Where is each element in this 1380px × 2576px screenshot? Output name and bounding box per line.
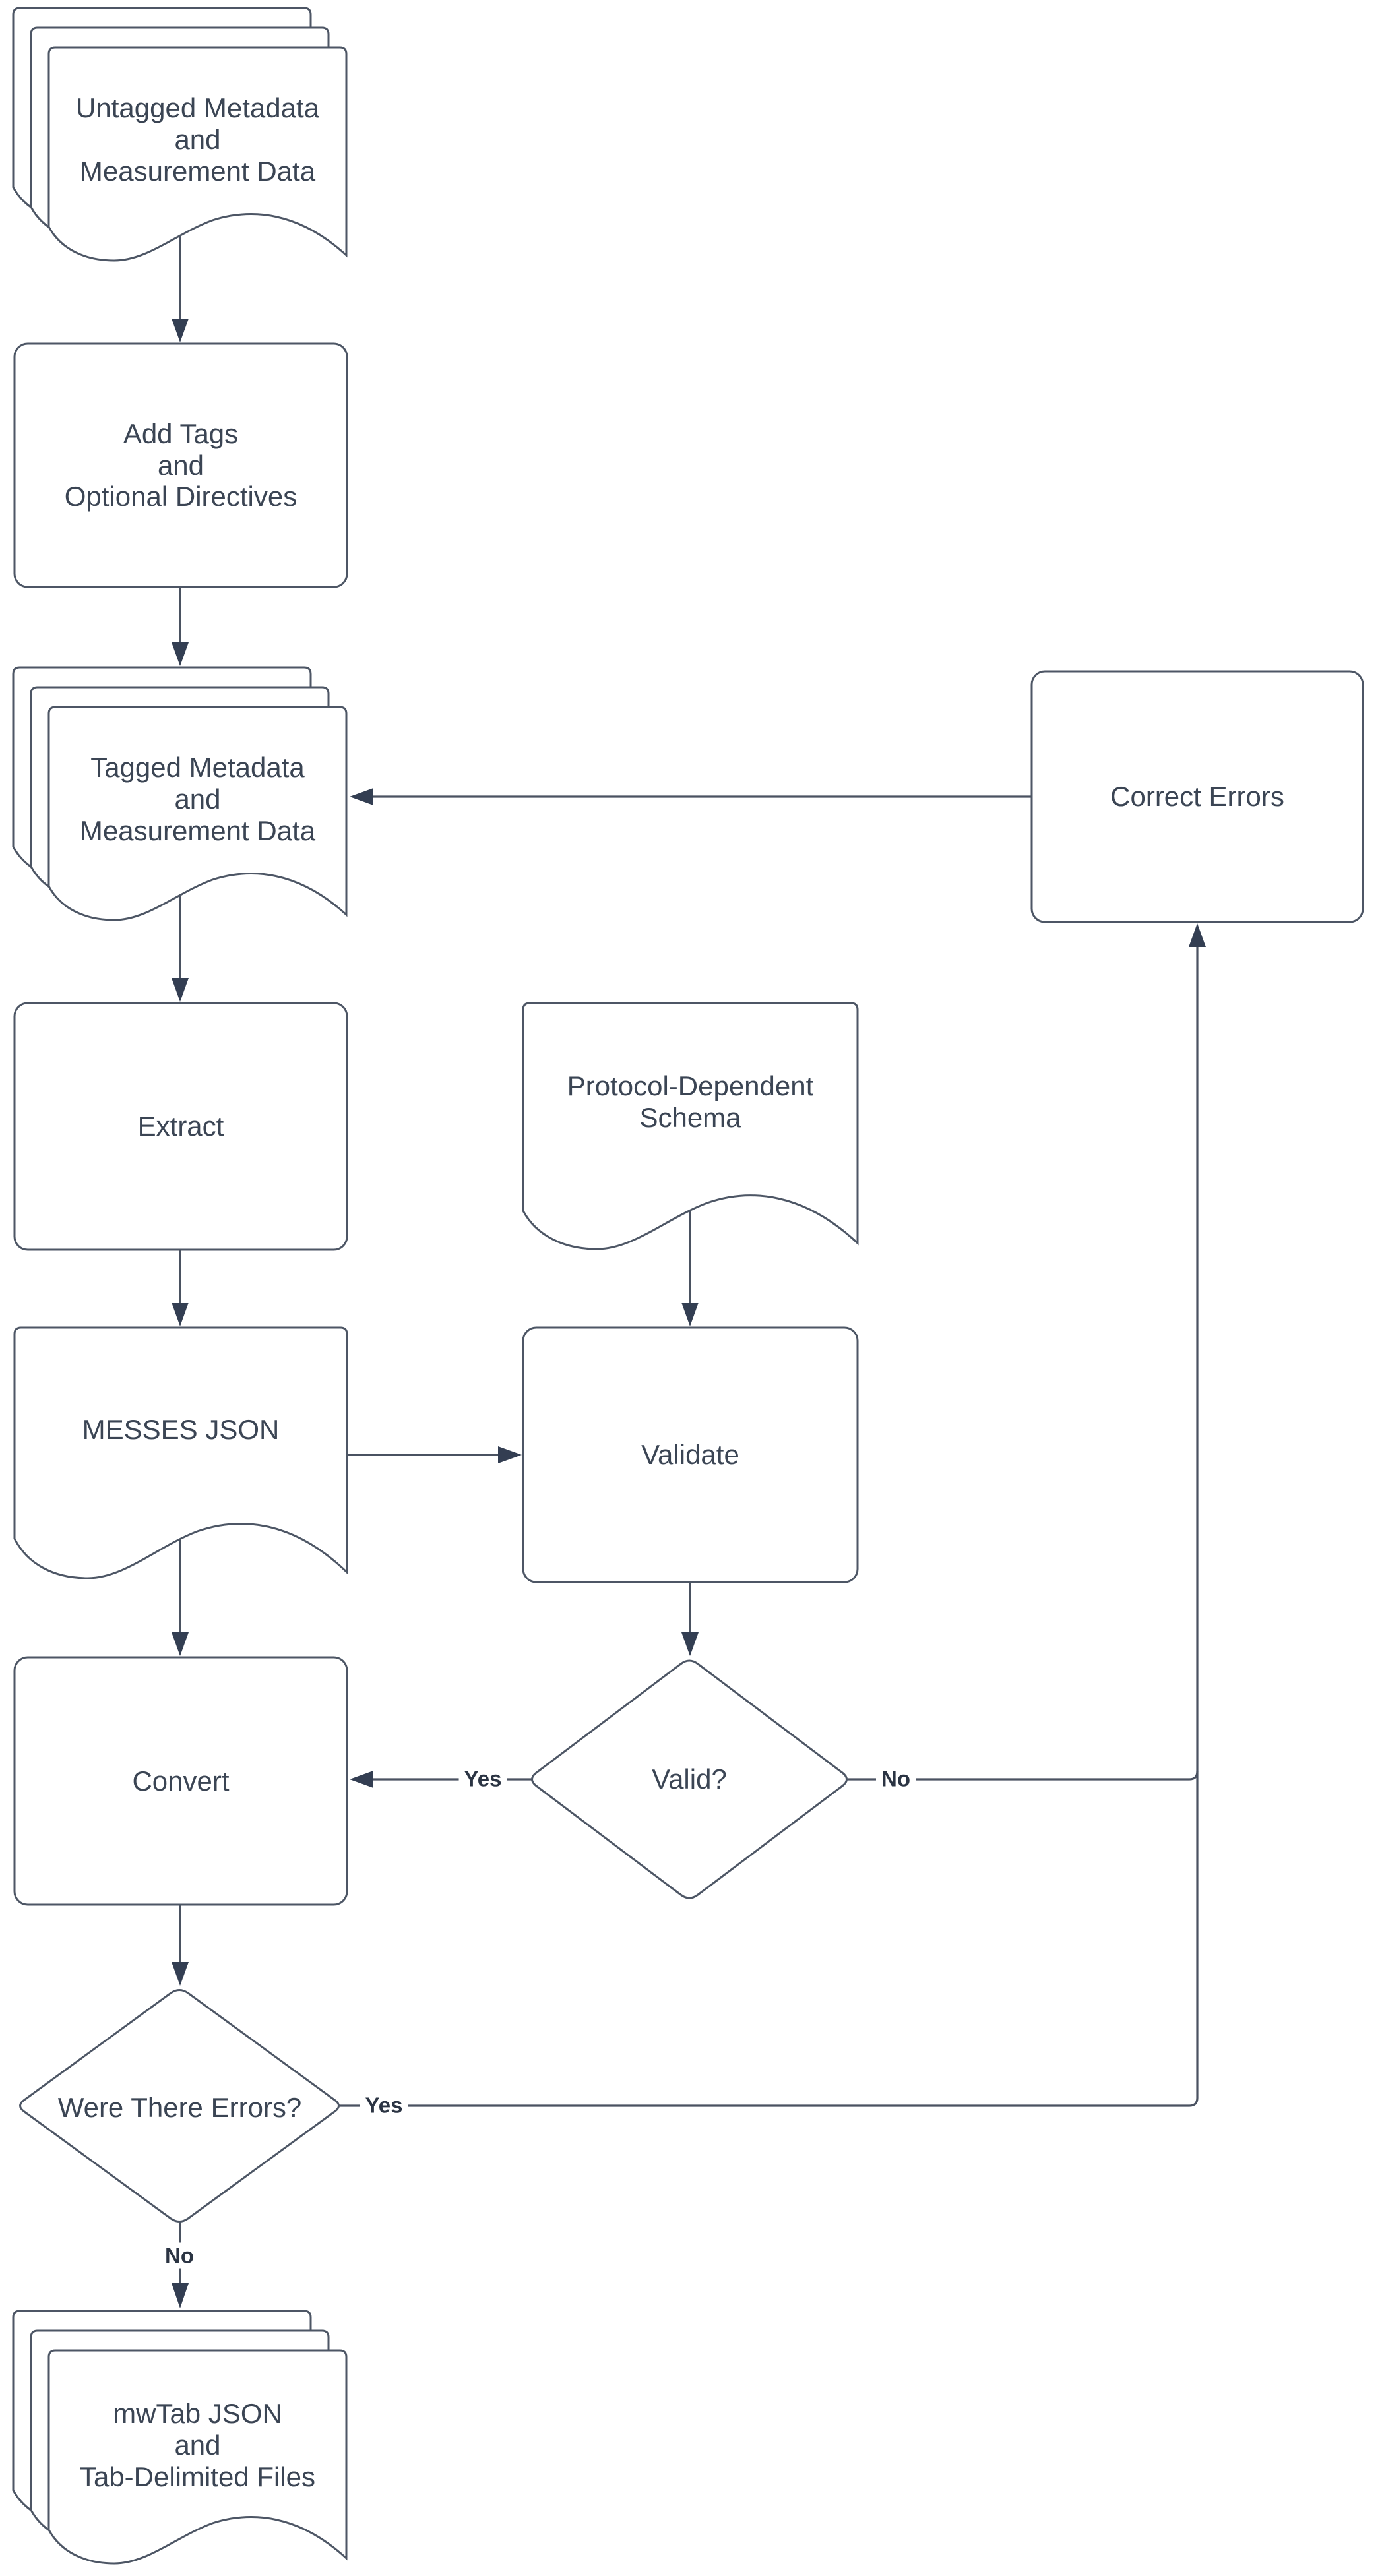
arrowhead-into-mwtab <box>172 2283 189 2308</box>
mwtab-document-stack <box>12 2310 348 2565</box>
errors-no-edge-label: No <box>160 2242 199 2269</box>
document-page-front <box>47 706 348 921</box>
arrowhead-into-tagged <box>172 642 189 666</box>
messes-json-document <box>13 1326 348 1579</box>
validate-process-box <box>522 1326 859 1583</box>
schema-document <box>522 1002 859 1250</box>
convert-process-box <box>13 1656 348 1906</box>
valid-no-edge-label: No <box>876 1765 916 1792</box>
correct-errors-process-box <box>1030 670 1364 923</box>
extract-process-box <box>13 1002 348 1251</box>
arrowhead-into-add-tags <box>172 319 189 342</box>
errors-yes-edge-label: Yes <box>360 2092 408 2118</box>
arrowheads-layer <box>172 319 1206 2308</box>
add-tags-process-box <box>13 342 348 588</box>
nodes-layer <box>12 7 1364 2565</box>
arrowhead-into-validate-from-messes <box>498 1446 522 1463</box>
document-page-front <box>47 2349 348 2565</box>
arrowhead-into-valid <box>681 1632 699 1656</box>
were-there-errors-decision-diamond <box>19 1989 340 2223</box>
arrowhead-into-extract <box>172 978 189 1002</box>
untagged-document-stack <box>12 7 348 262</box>
arrowhead-into-were-there-errors <box>172 1962 189 1986</box>
valid-yes-edge-label: Yes <box>458 1765 507 1792</box>
arrowhead-into-convert-from-valid <box>350 1771 373 1788</box>
arrowhead-into-validate-from-schema <box>681 1303 699 1326</box>
edge-errors-yes-to-correct-errors <box>336 947 1199 2107</box>
arrowhead-into-tagged-from-correct-errors <box>350 788 373 805</box>
arrowhead-into-correct-errors <box>1189 923 1206 947</box>
arrowhead-into-messes-json <box>172 1303 189 1326</box>
tagged-document-stack <box>12 666 348 921</box>
document-page-front <box>47 46 348 262</box>
arrowhead-into-convert-from-messes <box>172 1632 189 1656</box>
valid-decision-diamond <box>531 1659 848 1899</box>
